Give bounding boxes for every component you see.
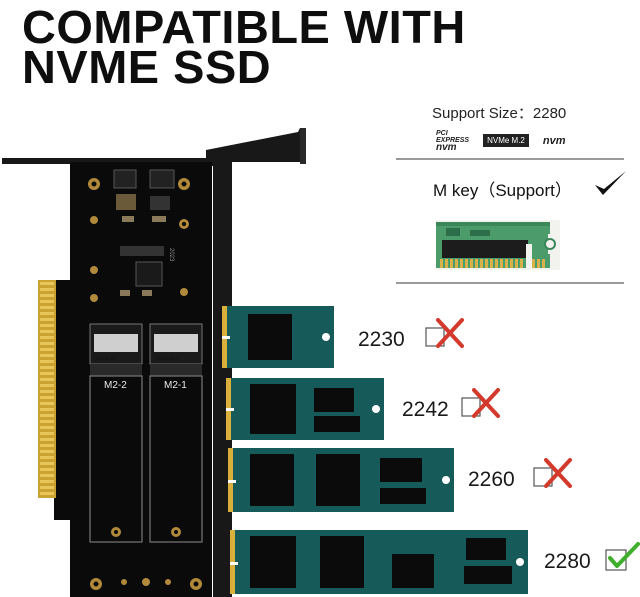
cross-icon	[461, 388, 500, 418]
slot-label-m2-1: M2-1	[164, 380, 187, 391]
divider-top	[396, 158, 624, 160]
headline-line-2: NVME SSD	[22, 41, 272, 93]
ssd-2242-image	[226, 378, 384, 440]
divider-bottom	[396, 282, 624, 284]
slot-connector-label-2: M.2 M KEY	[156, 356, 179, 361]
pcie-logo-express: EXPRESS	[436, 137, 470, 144]
cross-icon	[425, 318, 464, 348]
ssd-2260-image	[228, 448, 454, 512]
m-key-connector-image	[436, 220, 560, 270]
support-size-label: Support Size：2280	[432, 105, 567, 122]
ssd-2230-image	[222, 306, 334, 368]
size-label-2242: 2242	[402, 398, 449, 421]
cross-icon	[533, 458, 572, 488]
nvm-logo: nvm	[542, 134, 566, 147]
headline-line-1: COMPATIBLE WITH	[22, 1, 466, 53]
check-icon	[595, 171, 626, 195]
pcie-logo-nvm: nvm	[436, 142, 457, 153]
slot-connector-label-1: M.2 M KEY	[96, 356, 119, 361]
size-label-2260: 2260	[468, 468, 515, 491]
size-label-2230: 2230	[358, 328, 405, 351]
board-date-code: 2023	[168, 248, 174, 262]
nvme-m2-logo: NVMe M.2	[483, 134, 529, 147]
pcie-logo-text: PCI	[436, 130, 448, 137]
size-label-2280: 2280	[544, 550, 591, 573]
pcie-nvme-logo: PCI EXPRESS nvm	[436, 130, 470, 153]
m-key-label: M key（Support）	[433, 181, 572, 200]
slot-label-m2-2: M2-2	[104, 380, 127, 391]
ssd-2280-image	[230, 530, 528, 594]
logo-row: PCI EXPRESS nvm NVMe M.2 nvm	[436, 130, 566, 153]
green-check-icon	[605, 542, 640, 571]
